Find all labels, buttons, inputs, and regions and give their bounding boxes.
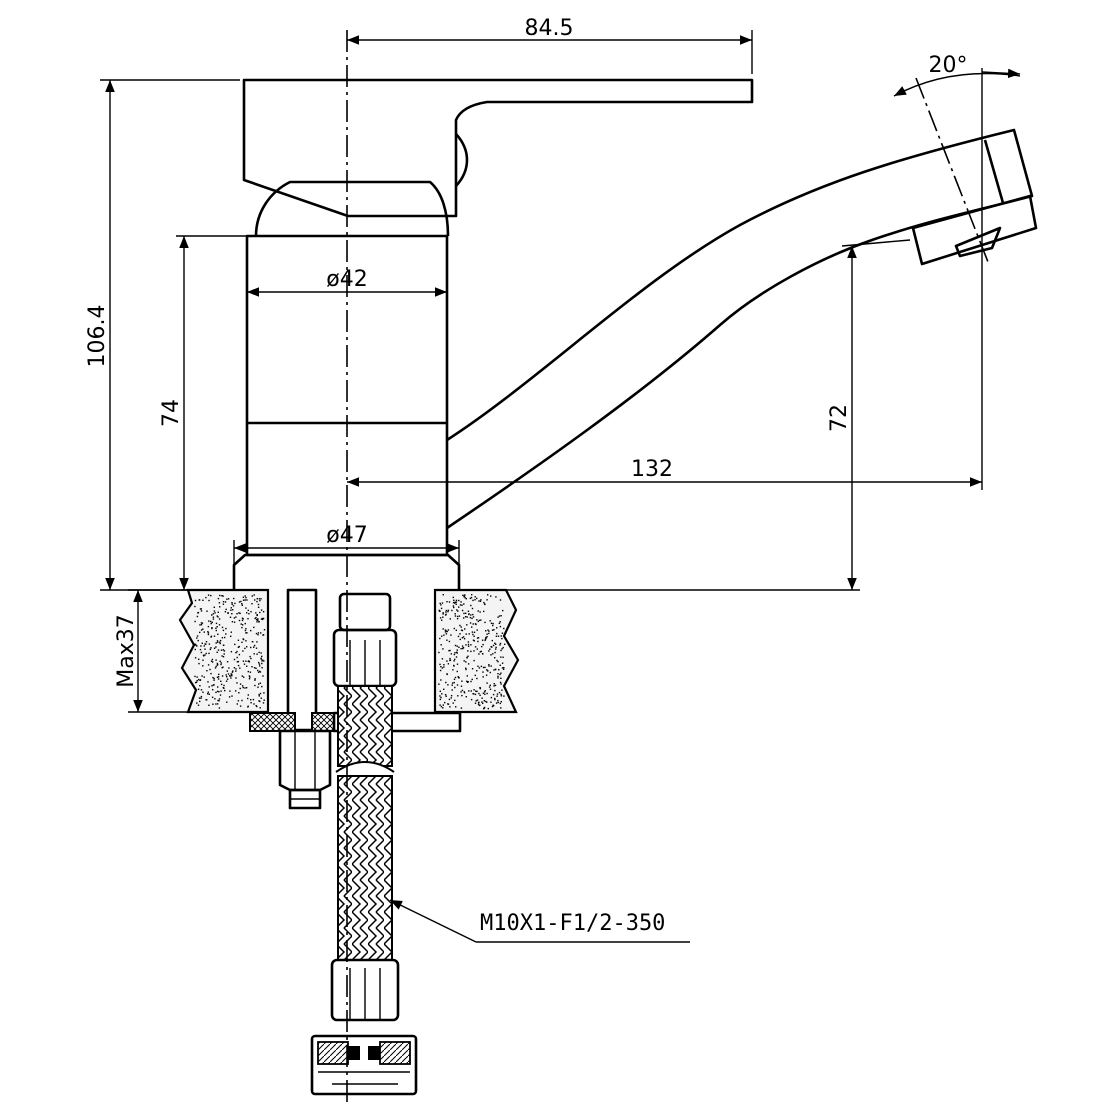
aerator-detail — [954, 226, 1002, 258]
hose-break-mark — [335, 761, 395, 773]
seal-center-right — [368, 1046, 380, 1060]
spout — [446, 128, 1038, 530]
max-thickness-label: Max37 — [114, 614, 139, 687]
dimension-106-4: 106.4 — [85, 79, 240, 591]
hose-swivel-nut — [310, 1034, 418, 1096]
lever-handle — [242, 78, 754, 237]
hose-spec-callout: M10X1-F1/2-350 — [389, 899, 690, 943]
dimension-max-37: Max37 — [114, 589, 188, 713]
dimension-72: 72 — [459, 239, 911, 591]
countertop-right-block — [433, 588, 520, 714]
stud-rod — [286, 588, 318, 732]
handle-reach-label: 84.5 — [525, 16, 574, 41]
total-height-label: 106.4 — [85, 305, 110, 368]
dimension-84-5: 84.5 — [347, 16, 753, 74]
countertop-section — [178, 588, 520, 714]
seal-left — [317, 1041, 349, 1065]
lever-handle-outline — [242, 78, 754, 218]
washer-left — [249, 712, 296, 732]
hex-nut — [278, 729, 332, 792]
handle-dome — [254, 180, 450, 237]
spout-body — [446, 128, 1034, 530]
hose-braid-lower — [337, 775, 393, 961]
hose-braid-upper — [337, 685, 393, 767]
spout-reach-label: 132 — [631, 457, 673, 482]
dimension-angle-20: 20° — [893, 53, 1021, 263]
handle-knob — [455, 133, 469, 187]
dimension-diameter-42: ø42 — [247, 267, 447, 297]
body-height-label: 74 — [159, 399, 184, 427]
dimension-diameter-47: ø47 — [233, 523, 460, 565]
swivel-angle-label: 20° — [929, 53, 968, 78]
aerator-housing — [911, 194, 1038, 266]
seal-right — [379, 1041, 411, 1065]
washer-right — [311, 712, 335, 732]
flexible-hose — [310, 592, 418, 1096]
seal-center-left — [348, 1046, 360, 1060]
body-diameter-label: ø42 — [326, 267, 367, 292]
spout-height-label: 72 — [827, 404, 852, 432]
dimension-132: 132 — [347, 68, 983, 490]
mounting-plate — [332, 711, 462, 733]
countertop-speckle-texture — [194, 594, 506, 710]
dimension-74: 74 — [159, 235, 247, 590]
spout-tip-inner — [983, 139, 1005, 204]
mounting-stud-assembly — [249, 588, 462, 810]
hose-spec-label: M10X1-F1/2-350 — [480, 911, 665, 936]
base-diameter-label: ø47 — [326, 523, 367, 548]
